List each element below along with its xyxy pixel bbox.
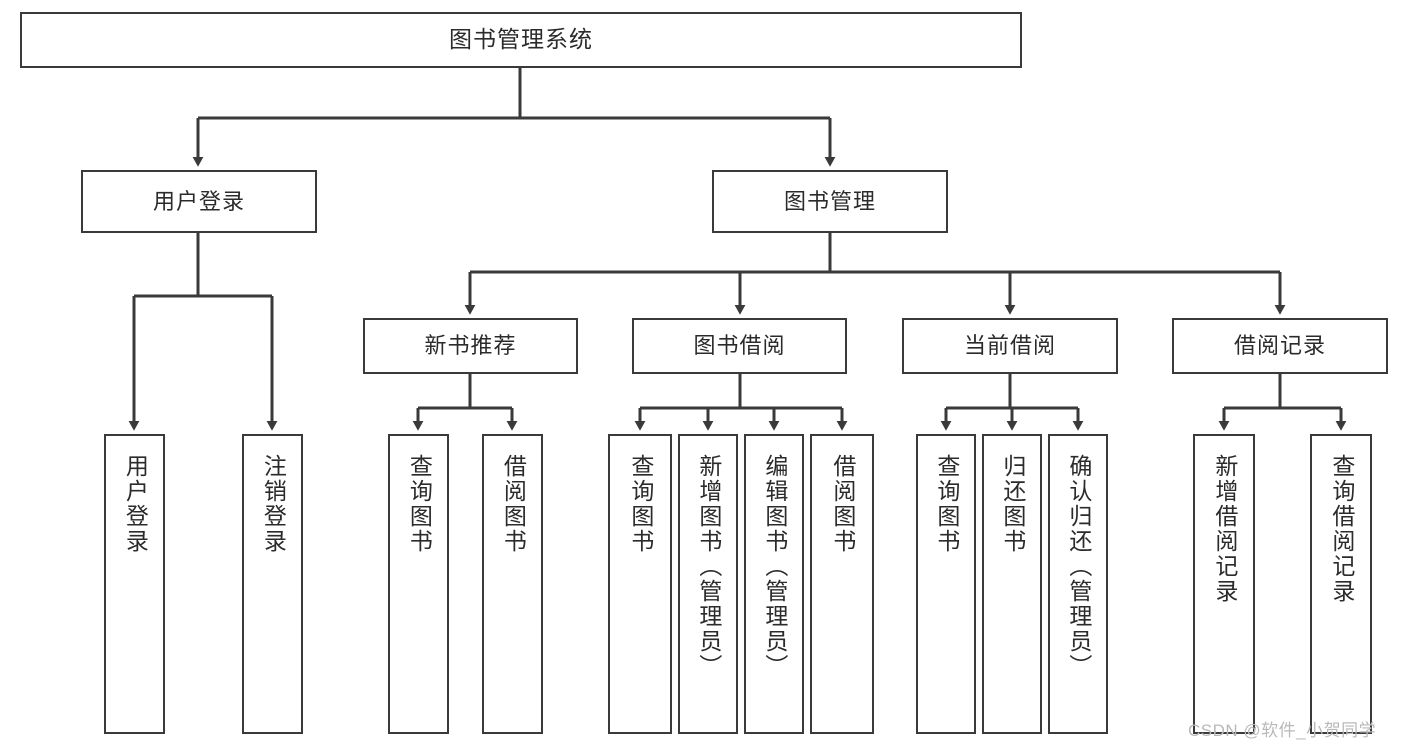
leaf-query-book-current[interactable]: 查询图书 bbox=[916, 434, 976, 734]
node-label: 图书管理 bbox=[783, 188, 876, 214]
leaf-return-book[interactable]: 归还图书 bbox=[982, 434, 1042, 734]
node-label: 图书借阅 bbox=[693, 333, 786, 359]
leaf-logout[interactable]: 注销登录 bbox=[242, 434, 303, 734]
node-label: 图书管理系统 bbox=[449, 26, 593, 53]
node-label: 查询图书 bbox=[933, 454, 960, 554]
node-label: 归还图书 bbox=[999, 454, 1026, 554]
node-label: 借阅图书 bbox=[829, 454, 856, 554]
node-label: 确认归还（管理员） bbox=[1065, 454, 1092, 679]
node-label: 新增图书（管理员） bbox=[695, 454, 722, 679]
node-current-borrowing[interactable]: 当前借阅 bbox=[902, 318, 1118, 374]
node-label: 编辑图书（管理员） bbox=[761, 454, 788, 679]
node-user-login[interactable]: 用户登录 bbox=[81, 170, 317, 233]
leaf-borrow-book-recommendation[interactable]: 借阅图书 bbox=[482, 434, 543, 734]
node-label: 借阅记录 bbox=[1233, 333, 1326, 359]
leaf-borrow-book[interactable]: 借阅图书 bbox=[810, 434, 874, 734]
node-label: 查询图书 bbox=[627, 454, 654, 554]
leaf-query-book-recommendation[interactable]: 查询图书 bbox=[388, 434, 449, 734]
leaf-edit-book-admin[interactable]: 编辑图书（管理员） bbox=[744, 434, 804, 734]
node-label: 新书推荐 bbox=[424, 333, 517, 359]
leaf-query-book-borrowing[interactable]: 查询图书 bbox=[608, 434, 672, 734]
node-book-management[interactable]: 图书管理 bbox=[712, 170, 948, 233]
node-label: 查询图书 bbox=[406, 454, 433, 554]
csdn-watermark: CSDN @软件_小贺同学 bbox=[1188, 721, 1377, 740]
node-root-system[interactable]: 图书管理系统 bbox=[20, 12, 1022, 68]
leaf-add-book-admin[interactable]: 新增图书（管理员） bbox=[678, 434, 738, 734]
node-new-book-recommendation[interactable]: 新书推荐 bbox=[363, 318, 578, 374]
node-label: 用户登录 bbox=[122, 454, 149, 554]
leaf-user-login[interactable]: 用户登录 bbox=[104, 434, 165, 734]
node-label: 查询借阅记录 bbox=[1328, 454, 1355, 604]
leaf-query-borrow-record[interactable]: 查询借阅记录 bbox=[1310, 434, 1372, 734]
leaf-confirm-return-admin[interactable]: 确认归还（管理员） bbox=[1048, 434, 1108, 734]
node-book-borrowing[interactable]: 图书借阅 bbox=[632, 318, 847, 374]
leaf-add-borrow-record[interactable]: 新增借阅记录 bbox=[1193, 434, 1255, 734]
node-label: 用户登录 bbox=[152, 188, 245, 214]
node-label: 当前借阅 bbox=[963, 333, 1056, 359]
node-label: 借阅图书 bbox=[500, 454, 527, 554]
node-borrow-records[interactable]: 借阅记录 bbox=[1172, 318, 1388, 374]
node-label: 新增借阅记录 bbox=[1211, 454, 1238, 604]
node-label: 注销登录 bbox=[260, 454, 287, 554]
